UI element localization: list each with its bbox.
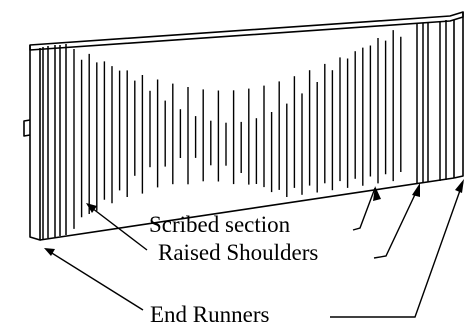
arrowheads (44, 179, 464, 256)
leader-lines (46, 181, 464, 318)
left-end-runner (42, 44, 67, 239)
raised-shoulders-leader-left (87, 204, 148, 251)
scribed-section-leader (352, 187, 376, 231)
end-runners-leader-right (330, 181, 464, 318)
scribed-section-hatching (73, 30, 402, 229)
label-scribed-section: Scribed section (149, 212, 291, 237)
panel-outline (23, 11, 464, 241)
arrowhead-runners-right (455, 179, 464, 193)
label-end-runners: End Runners (150, 302, 270, 327)
arrowhead-shoulders-right (412, 183, 420, 197)
arrowhead-shoulders-left (86, 203, 97, 213)
label-raised-shoulders: Raised Shoulders (158, 240, 318, 265)
arrowhead-scribed (373, 186, 381, 201)
raised-shoulders-leader-right (373, 185, 420, 259)
end-runners-leader-left (46, 249, 144, 311)
right-end-runner (416, 20, 447, 184)
arrowhead-runners-left (44, 248, 55, 256)
